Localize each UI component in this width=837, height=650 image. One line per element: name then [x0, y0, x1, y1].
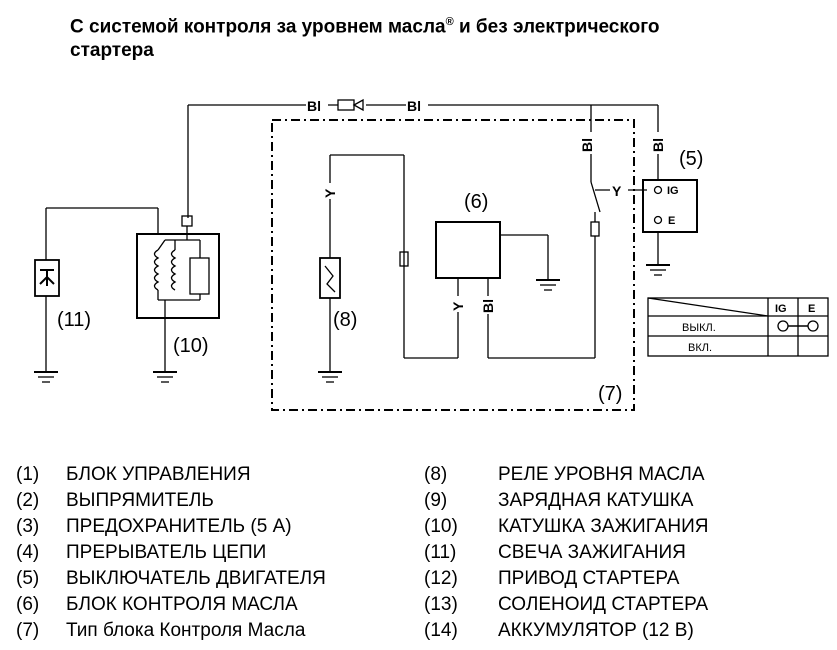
legend-item: (4)ПРЕРЫВАТЕЛЬ ЦЕПИ	[16, 542, 267, 563]
title-line1: С системой контроля за уровнем масла	[70, 16, 446, 38]
wire-label-y: Y	[322, 188, 338, 198]
wire-label-bl: Bl	[579, 138, 595, 152]
legend-item: (14)АККУМУЛЯТОР (12 В)	[424, 620, 694, 641]
legend-item: (9)ЗАРЯДНАЯ КАТУШКА	[424, 490, 694, 511]
switch-ig-label: IG	[667, 185, 679, 197]
wire-label-y: Y	[612, 183, 622, 199]
top-wire-connector	[337, 99, 355, 111]
switch-table-header-e: E	[808, 303, 815, 315]
title-line1-end: и без электрического	[453, 16, 660, 38]
switch-table-row-off: ВЫКЛ.	[682, 322, 716, 334]
ground-symbol	[536, 279, 560, 291]
switch-ig-terminal	[653, 185, 663, 195]
legend-right: (8)РЕЛЕ УРОВНЯ МАСЛА (9)ЗАРЯДНАЯ КАТУШКА…	[424, 462, 709, 644]
spark-plug-electrode-tip	[39, 275, 55, 285]
legend-item: (11)СВЕЧА ЗАЖИГАНИЯ	[424, 542, 686, 563]
diagram-title: С системой контроля за уровнем масла® и …	[70, 10, 660, 63]
primary-winding	[153, 249, 160, 291]
relay-inline-connector	[399, 251, 409, 267]
coil-resistor	[189, 257, 210, 295]
ignition-coil-terminal	[181, 215, 193, 227]
ground-symbol	[318, 371, 342, 383]
bl-inline-connector	[590, 221, 600, 237]
callout-ignition-coil: (10)	[173, 335, 209, 357]
wire-label-bl: Bl	[407, 98, 421, 114]
switch-e-terminal	[653, 215, 663, 225]
wire-label-bl: Bl	[480, 299, 496, 313]
legend-item: (12)ПРИВОД СТАРТЕРА	[424, 568, 680, 589]
callout-oil-block: (7)	[598, 383, 622, 405]
callout-oil-relay: (8)	[333, 309, 357, 331]
legend-item: (7)Тип блока Контроля Масла	[16, 620, 306, 641]
legend-item: (10)КАТУШКА ЗАЖИГАНИЯ	[424, 516, 709, 537]
title-line2: стартера	[70, 40, 154, 62]
secondary-winding	[170, 249, 177, 291]
switch-table-header-ig: IG	[775, 303, 787, 315]
spark-plug-symbol	[34, 259, 60, 297]
oil-control-block-outline	[271, 119, 635, 411]
ignition-coil-box	[136, 233, 220, 319]
oil-control-module	[435, 221, 501, 279]
legend-item: (6)БЛОК КОНТРОЛЯ МАСЛА	[16, 594, 298, 615]
wire-label-y: Y	[450, 301, 466, 311]
ground-symbol	[646, 264, 670, 276]
legend-left: (1)БЛОК УПРАВЛЕНИЯ (2)ВЫПРЯМИТЕЛЬ (3)ПРЕ…	[16, 462, 326, 644]
wire-label-bl: Bl	[650, 138, 666, 152]
switch-state-ig-dot	[777, 320, 789, 332]
callout-spark-plug: (11)	[57, 309, 91, 331]
legend-item: (5)ВЫКЛЮЧАТЕЛЬ ДВИГАТЕЛЯ	[16, 568, 326, 589]
wire-label-bl: Bl	[307, 98, 321, 114]
callout-oil-module: (6)	[464, 191, 488, 213]
switch-e-label: E	[668, 215, 675, 227]
relay-contact	[324, 265, 336, 293]
switch-state-e-dot	[807, 320, 819, 332]
legend-item: (3)ПРЕДОХРАНИТЕЛЬ (5 А)	[16, 516, 292, 537]
legend-item: (13)СОЛЕНОИД СТАРТЕРА	[424, 594, 709, 615]
switch-table-diagonal	[647, 297, 769, 317]
legend-item: (1)БЛОК УПРАВЛЕНИЯ	[16, 464, 251, 485]
trademark-mark: ®	[445, 16, 454, 28]
switch-table	[647, 297, 829, 357]
legend-item: (8)РЕЛЕ УРОВНЯ МАСЛА	[424, 464, 705, 485]
legend-item: (2)ВЫПРЯМИТЕЛЬ	[16, 490, 214, 511]
callout-engine-switch: (5)	[679, 148, 703, 170]
ground-symbol	[153, 371, 177, 383]
bl-inline-switch	[590, 181, 601, 213]
ground-symbol	[34, 371, 58, 383]
winding-lead	[157, 239, 166, 251]
engine-switch-box	[642, 179, 698, 233]
switch-table-row-on: ВКЛ.	[688, 342, 712, 354]
oil-level-relay-symbol	[319, 257, 341, 299]
connector-arrow	[352, 98, 364, 112]
